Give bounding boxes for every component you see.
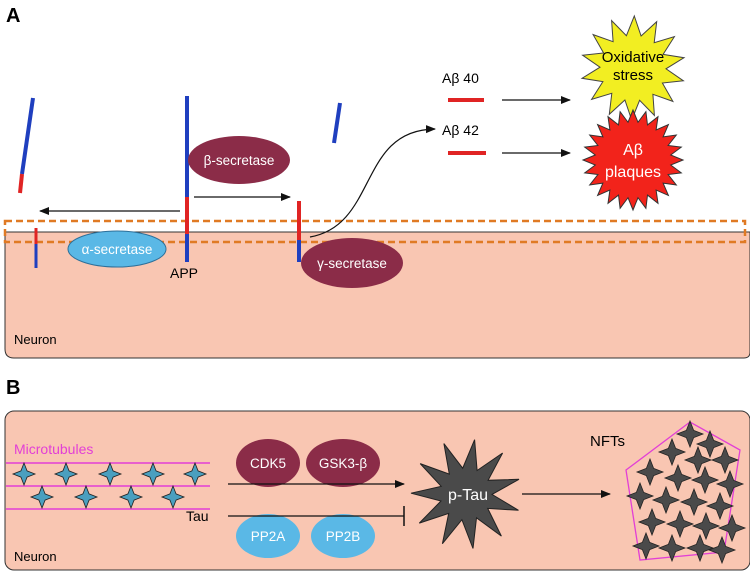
nft-tau-icon — [663, 463, 693, 493]
membrane-band — [3, 219, 747, 244]
nft-tau-icon — [657, 533, 687, 563]
gsk3b-label: GSK3-β — [319, 456, 368, 471]
tau-protein-icon — [118, 484, 144, 510]
pp2a-phosphatase — [236, 514, 300, 558]
pp2a-label: PP2A — [251, 529, 286, 544]
gamma-secretase-enzyme — [301, 238, 403, 288]
tau-protein-icon — [53, 461, 79, 487]
nft-tau-icon — [690, 465, 720, 495]
nft-tau-icon — [675, 419, 705, 449]
nft-tau-icon — [695, 429, 725, 459]
oxidative-stress-burst — [580, 14, 686, 122]
nft-tau-icon — [679, 487, 709, 517]
beta-secretase-enzyme — [188, 136, 290, 184]
gamma-cleavage-arrow — [309, 125, 436, 238]
ptau-burst — [410, 439, 520, 549]
nft-tau-icon — [635, 457, 665, 487]
nft-tau-icon — [631, 531, 661, 561]
abeta40-label: Aβ 40 — [442, 70, 479, 86]
nft-tau-icon — [657, 437, 687, 467]
gamma-secretase-label: γ-secretase — [317, 256, 387, 271]
oxidative-label-2: stress — [613, 67, 653, 84]
alpha-secretase-label: α-secretase — [82, 242, 153, 257]
abeta-plaques-burst — [581, 108, 685, 212]
app-label: APP — [170, 265, 198, 281]
nft-tau-icon — [710, 445, 740, 475]
tau-protein-icon — [29, 484, 55, 510]
nft-tau-icon — [651, 485, 681, 515]
neuron-label-a: Neuron — [14, 332, 57, 347]
nft-tau-icon — [707, 535, 737, 565]
microtubules-label: Microtubules — [14, 441, 93, 457]
ptau-label: p-Tau — [448, 487, 488, 504]
oxidative-label-1: Oxidative — [602, 49, 665, 66]
plaques-label-2: plaques — [605, 164, 661, 181]
tau-label: Tau — [186, 508, 209, 524]
nft-tau-icon — [705, 491, 735, 521]
neuron-body-b — [4, 410, 750, 571]
tau-protein-icon — [73, 484, 99, 510]
plaques-label-1: Aβ — [623, 142, 643, 159]
tau-protein-icon — [140, 461, 166, 487]
nft-tangle — [625, 419, 747, 565]
pp2b-phosphatase — [311, 514, 375, 558]
cdk5-kinase — [236, 439, 300, 487]
tau-protein-icon — [97, 461, 123, 487]
tau-lattice — [11, 461, 208, 510]
nft-tau-icon — [715, 469, 745, 499]
neuron-label-b: Neuron — [14, 549, 57, 564]
alpha-secretase-enzyme — [67, 230, 167, 268]
tau-protein-icon — [160, 484, 186, 510]
abeta42-label: Aβ 42 — [442, 122, 479, 138]
nft-tau-icon — [665, 509, 695, 539]
panel-a-letter: A — [6, 5, 20, 27]
nft-tau-icon — [683, 445, 713, 475]
nft-tau-icon — [691, 511, 721, 541]
nft-tau-icon — [625, 481, 655, 511]
nft-tau-icon — [717, 513, 747, 543]
pp2b-label: PP2B — [326, 529, 361, 544]
nft-tau-icon — [637, 507, 667, 537]
tau-protein-icon — [182, 461, 208, 487]
cdk5-label: CDK5 — [250, 456, 286, 471]
nfts-label: NFTs — [590, 433, 625, 450]
sappalpha-fragment-red — [18, 173, 24, 194]
panel-b-letter: B — [6, 377, 20, 399]
sappalpha-fragment — [20, 97, 35, 175]
beta-secretase-label: β-secretase — [204, 153, 275, 168]
sappbeta-fragment — [332, 102, 342, 144]
tau-protein-icon — [11, 461, 37, 487]
gsk3b-kinase — [306, 439, 380, 487]
nft-tau-icon — [685, 533, 715, 563]
